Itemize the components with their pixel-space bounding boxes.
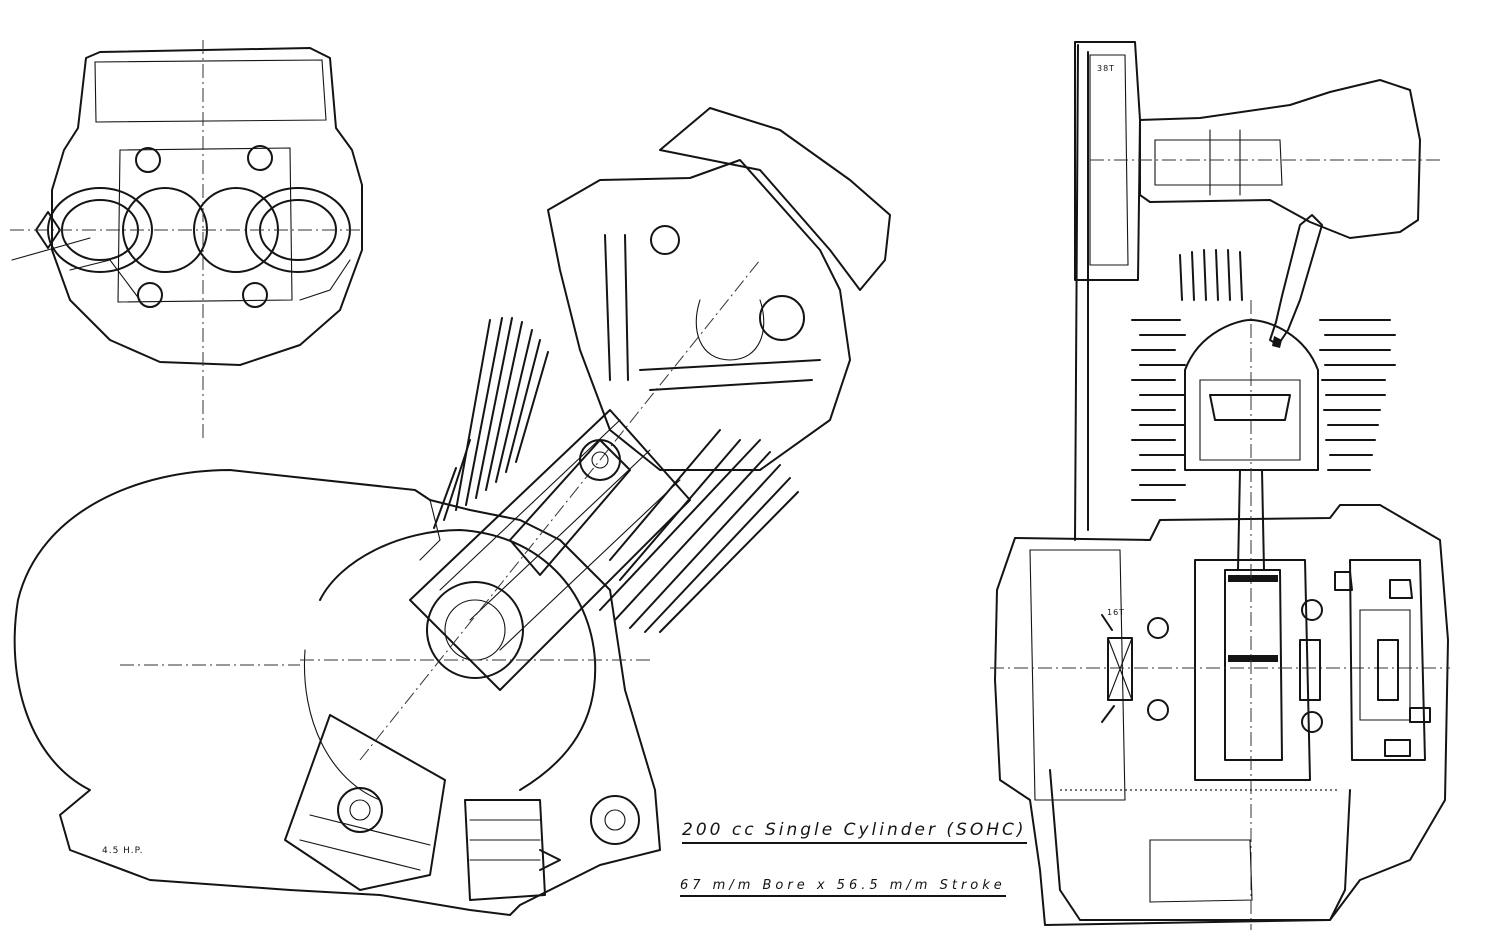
- engine-side-view: [13, 107, 891, 916]
- gear-teeth-note: 38T: [1097, 64, 1116, 73]
- drawing-subtitle: 67 m/m Bore x 56.5 m/m Stroke: [680, 878, 1006, 897]
- cooling-fins-right: [599, 429, 799, 633]
- front-fins-left: [1131, 249, 1243, 501]
- gear-tag-note: 16T: [1107, 608, 1126, 617]
- horsepower-note: 4.5 H.P.: [102, 846, 144, 856]
- cooling-fins-left: [433, 317, 549, 529]
- engine-front-section: [990, 41, 1450, 930]
- head-plan-view: [10, 40, 363, 440]
- drawing-title: 200 cc Single Cylinder (SOHC): [682, 820, 1027, 844]
- front-fins-right: [1319, 319, 1396, 471]
